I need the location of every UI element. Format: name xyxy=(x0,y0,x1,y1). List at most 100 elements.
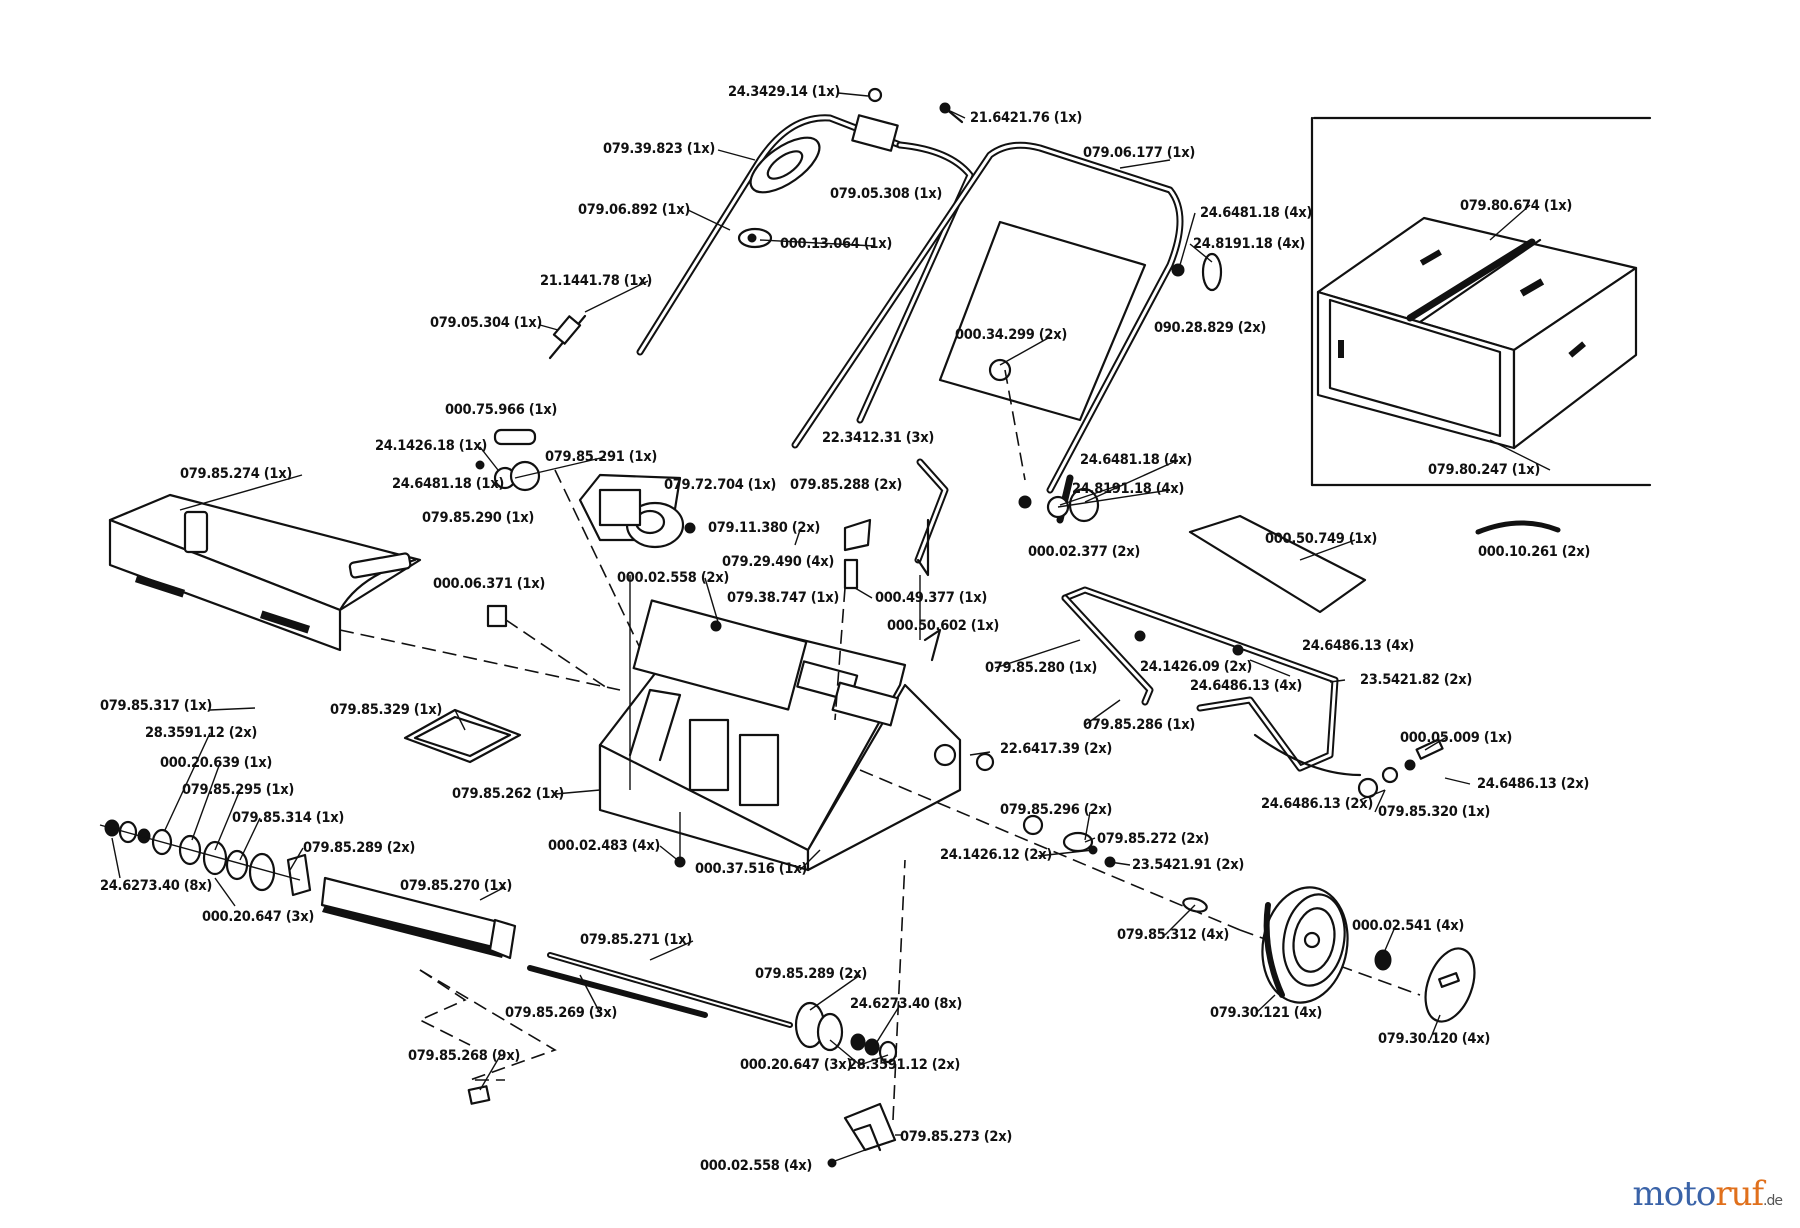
leader-line xyxy=(687,209,731,231)
leader-line xyxy=(704,577,719,623)
leader-line xyxy=(794,529,801,546)
part-label: 079.85.296 (2x) xyxy=(1000,802,1112,818)
part-label: 079.85.289 (2x) xyxy=(755,966,867,982)
leader-line xyxy=(479,1055,501,1091)
leader-line xyxy=(1084,699,1121,726)
leader-line xyxy=(759,239,876,247)
part-label: 000.50.602 (1x) xyxy=(887,618,999,634)
leader-line xyxy=(717,149,756,161)
leader-line xyxy=(239,817,261,861)
part-label: 24.6273.40 (8x) xyxy=(100,878,212,894)
part-label: 079.85.289 (2x) xyxy=(303,840,415,856)
part-label: 079.85.280 (1x) xyxy=(985,660,1097,676)
leader-line xyxy=(659,845,681,863)
leader-line xyxy=(1119,159,1171,169)
part-label: 28.3591.12 (2x) xyxy=(848,1057,960,1073)
logo-part1: moto xyxy=(1632,1174,1716,1214)
leader-line xyxy=(111,837,121,879)
leader-line xyxy=(179,474,303,511)
part-label: 079.85.269 (3x) xyxy=(505,1005,617,1021)
leader-line xyxy=(1037,849,1094,857)
part-label: 24.6481.18 (4x) xyxy=(1080,452,1192,468)
part-label: 079.85.268 (9x) xyxy=(408,1048,520,1064)
leader-line xyxy=(1109,861,1131,866)
part-label: 24.6481.18 (4x) xyxy=(1200,205,1312,221)
part-label: 24.8191.18 (4x) xyxy=(1193,236,1305,252)
leader-line xyxy=(191,762,221,841)
spring-parts xyxy=(834,518,942,721)
leader-line xyxy=(829,1039,861,1066)
part-label: 28.3591.12 (2x) xyxy=(145,725,257,741)
part-label: 24.6273.40 (8x) xyxy=(850,996,962,1012)
leader-line xyxy=(209,707,256,711)
part-label: 079.38.747 (1x) xyxy=(727,590,839,606)
leader-line xyxy=(1084,459,1179,503)
leader-line xyxy=(1164,904,1196,936)
logo-tld: .de xyxy=(1763,1193,1783,1209)
leader-line xyxy=(584,280,649,313)
rubber-strap xyxy=(1475,520,1561,535)
tine-roller xyxy=(320,876,517,960)
part-label: 079.80.674 (1x) xyxy=(1460,198,1572,214)
handle-switch xyxy=(737,227,773,249)
leader-line xyxy=(1382,926,1396,956)
part-label: 000.20.647 (3x) xyxy=(202,909,314,925)
part-label: 079.05.308 (1x) xyxy=(830,186,942,202)
leader-line xyxy=(289,847,304,871)
leader-line xyxy=(1489,204,1531,241)
upper-handle xyxy=(636,114,1184,494)
leader-line xyxy=(214,789,241,851)
part-label: 079.80.247 (1x) xyxy=(1428,462,1540,478)
leader-line xyxy=(837,92,869,97)
leader-line xyxy=(1084,811,1091,841)
part-label: 079.30.120 (4x) xyxy=(1378,1031,1490,1047)
part-label: 000.02.541 (4x) xyxy=(1352,918,1464,934)
leader-line xyxy=(1429,1014,1441,1041)
part-label: 000.50.749 (1x) xyxy=(1265,531,1377,547)
part-label: 090.28.829 (2x) xyxy=(1154,320,1266,336)
leader-line xyxy=(514,456,606,479)
part-label: 079.85.271 (1x) xyxy=(580,932,692,948)
left-axle-parts xyxy=(99,819,312,897)
part-label: 079.39.823 (1x) xyxy=(603,141,715,157)
leader-line xyxy=(994,639,1081,669)
leader-line xyxy=(999,336,1051,366)
leader-line xyxy=(1179,212,1196,266)
logo-part2: ruf xyxy=(1715,1174,1764,1214)
leader-line xyxy=(1329,679,1346,683)
part-label: 000.02.558 (4x) xyxy=(700,1158,812,1174)
leader-line xyxy=(649,940,694,961)
leader-line xyxy=(1424,737,1446,751)
part-label: 21.1441.78 (1x) xyxy=(540,273,652,289)
part-label: 079.85.291 (1x) xyxy=(545,449,657,465)
leader-line xyxy=(164,732,211,831)
part-label: 000.37.516 (1x) xyxy=(695,861,807,877)
part-label: 079.85.286 (1x) xyxy=(1083,717,1195,733)
part-label: 079.85.314 (1x) xyxy=(232,810,344,826)
leader-line xyxy=(854,587,873,599)
leader-line xyxy=(554,789,601,795)
part-label: 079.85.288 (2x) xyxy=(790,477,902,493)
part-label: 000.20.647 (3x) xyxy=(740,1057,852,1073)
leader-line xyxy=(1299,539,1356,561)
part-label: 24.6481.18 (1x) xyxy=(392,476,504,492)
part-label: 000.06.371 (1x) xyxy=(433,576,545,592)
part-label: 23.5421.91 (2x) xyxy=(1132,857,1244,873)
part-label: 24.3429.14 (1x) xyxy=(728,84,840,100)
part-label: 24.1426.18 (1x) xyxy=(375,438,487,454)
leader-line xyxy=(969,751,991,756)
part-label: 24.1426.09 (2x) xyxy=(1140,659,1252,675)
part-labels: 24.3429.14 (1x)21.6421.76 (1x)079.39.823… xyxy=(100,84,1590,1174)
part-label: 079.85.290 (1x) xyxy=(422,510,534,526)
part-label: 079.85.272 (2x) xyxy=(1097,831,1209,847)
right-axle-parts xyxy=(794,1001,898,1064)
top-cover xyxy=(108,493,621,691)
part-label: 24.6486.13 (2x) xyxy=(1261,796,1373,812)
name-plate xyxy=(403,708,522,764)
motoruf-logo: motoruf.de xyxy=(1632,1174,1783,1214)
wheel-cap xyxy=(1374,947,1476,1023)
height-adjuster xyxy=(827,859,906,1168)
leader-line xyxy=(947,109,966,119)
part-label: 079.29.490 (4x) xyxy=(722,554,834,570)
